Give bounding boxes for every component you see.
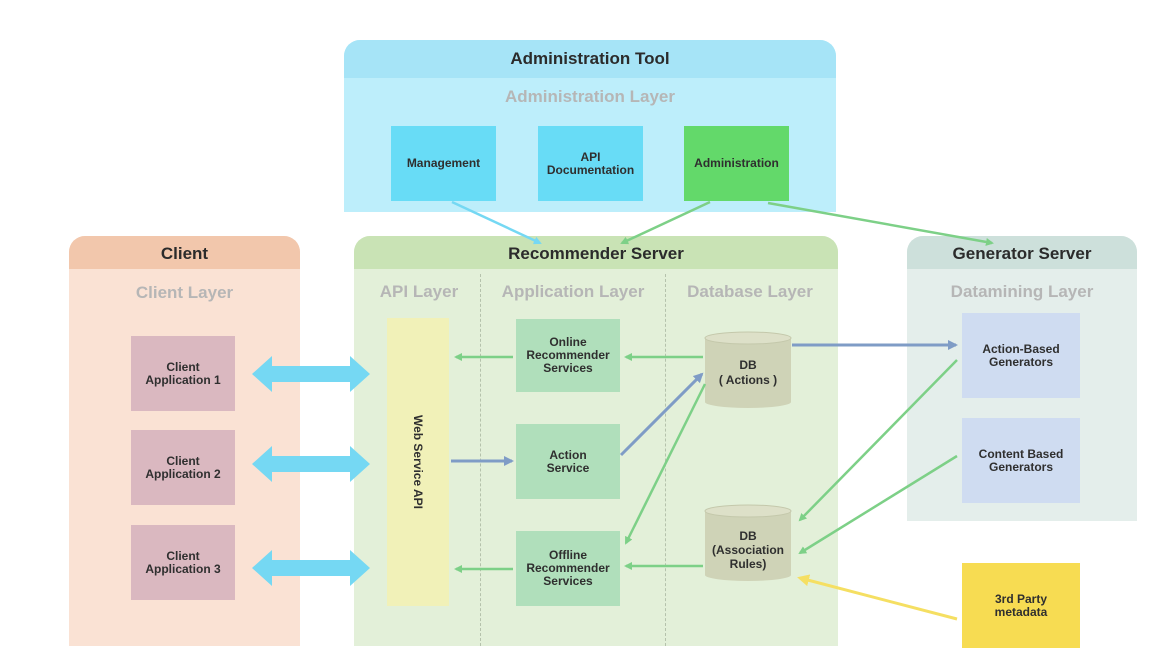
online-recommender-services-box[interactable]: Online Recommender Services bbox=[516, 319, 620, 392]
client-1-api-double-arrow bbox=[252, 356, 370, 392]
client-layer-label: Client Layer bbox=[135, 283, 234, 302]
application-layer-label: Application Layer bbox=[501, 282, 645, 301]
recommender-server-title: Recommender Server bbox=[508, 244, 684, 263]
client-title: Client bbox=[160, 244, 209, 263]
db-rules-label-3: Rules) bbox=[730, 557, 767, 571]
management-to-recommender-arrow bbox=[451, 200, 542, 245]
action-generators-to-db-rules-arrow bbox=[798, 359, 958, 522]
client-application-1-box[interactable]: Client Application 1 bbox=[131, 336, 235, 411]
generator-server-title: Generator Server bbox=[952, 244, 1092, 263]
administration-tool-title: Administration Tool bbox=[510, 49, 670, 68]
content-generators-to-db-rules-arrow bbox=[798, 454, 958, 555]
management-box[interactable]: Management bbox=[391, 126, 496, 201]
client-application-3-box[interactable]: Client Application 3 bbox=[131, 525, 235, 600]
layer-divider-2 bbox=[665, 274, 666, 646]
db-actions-to-offline-services-arrow bbox=[624, 383, 707, 545]
datamining-layer-label: Datamining Layer bbox=[950, 282, 1094, 301]
client-header bbox=[69, 236, 300, 269]
generator-server-header bbox=[907, 236, 1137, 269]
db-actions-label-1: DB bbox=[739, 358, 757, 372]
action-service-box[interactable]: Action Service bbox=[516, 424, 620, 499]
db-association-rules-cylinder[interactable]: DB (Association Rules) bbox=[704, 504, 792, 581]
third-party-metadata-box[interactable]: 3rd Party metadata bbox=[962, 563, 1080, 648]
recommender-server-header bbox=[354, 236, 838, 269]
db-actions-cylinder[interactable]: DB ( Actions ) bbox=[704, 331, 792, 408]
web-service-api-box[interactable]: Web Service API bbox=[387, 318, 449, 606]
client-application-2-box[interactable]: Client Application 2 bbox=[131, 430, 235, 505]
api-documentation-box[interactable]: API Documentation bbox=[538, 126, 643, 201]
db-rules-label-1: DB bbox=[739, 529, 757, 543]
administration-tool-header bbox=[344, 40, 836, 78]
db-rules-label-2: (Association bbox=[712, 543, 784, 557]
client-2-api-double-arrow bbox=[252, 446, 370, 482]
database-layer-label: Database Layer bbox=[687, 282, 813, 301]
client-3-api-double-arrow bbox=[252, 550, 370, 586]
content-based-generators-box[interactable]: Content Based Generators bbox=[962, 418, 1080, 503]
administration-to-recommender-arrow bbox=[620, 200, 711, 245]
third-party-to-db-rules-arrow bbox=[797, 574, 958, 621]
action-based-generators-box[interactable]: Action-Based Generators bbox=[962, 313, 1080, 398]
api-layer-label: API Layer bbox=[379, 282, 459, 301]
administration-layer-label: Administration Layer bbox=[504, 87, 676, 106]
action-service-to-db-actions-arrow bbox=[619, 372, 704, 457]
offline-recommender-services-box[interactable]: Offline Recommender Services bbox=[516, 531, 620, 606]
administration-to-generator-arrow bbox=[767, 201, 994, 246]
db-actions-label-2: ( Actions ) bbox=[719, 373, 777, 387]
administration-box[interactable]: Administration bbox=[684, 126, 789, 201]
